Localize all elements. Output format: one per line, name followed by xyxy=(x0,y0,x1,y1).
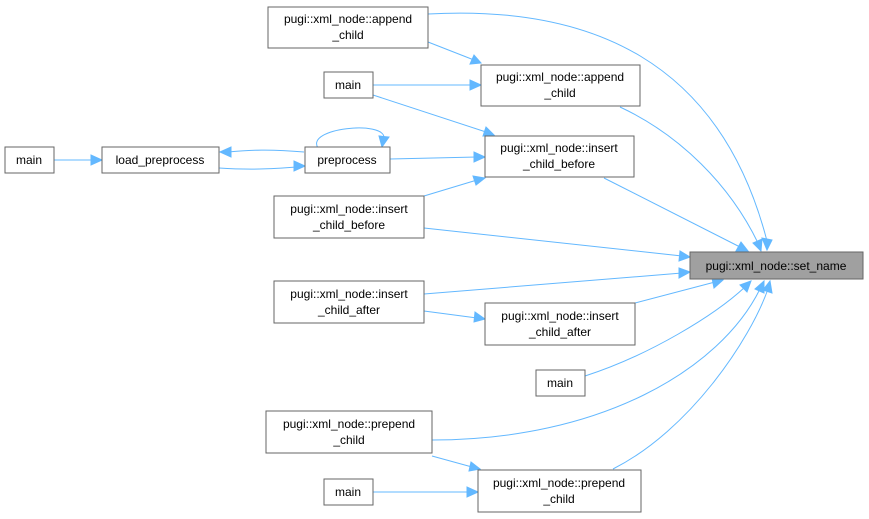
arrow-head xyxy=(739,280,752,293)
node-label-line: pugi::xml_node::append xyxy=(284,12,412,26)
edge-prepend-child-a-to-set-name xyxy=(431,288,761,441)
node-label-line: _child_before xyxy=(312,218,385,232)
node-main-3[interactable]: main xyxy=(535,369,586,397)
edge-insert-child-before-a-to-set-name xyxy=(603,177,741,248)
arrow-head xyxy=(482,126,496,137)
edge-insert-child-before-b-to-a xyxy=(423,179,478,197)
edge-preprocess-to-insert-child-before-a xyxy=(389,156,478,160)
node-label-line: main xyxy=(547,376,573,390)
node-label-line: _child_before xyxy=(522,157,595,171)
node-insert-child-before-b[interactable]: pugi::xml_node::insert _child_before xyxy=(273,195,425,239)
node-label-line: pugi::xml_node::set_name xyxy=(706,259,847,273)
node-insert-child-before-a[interactable]: pugi::xml_node::insert _child_before xyxy=(484,135,635,178)
arrow-head xyxy=(762,279,773,294)
arrow-head xyxy=(90,154,104,166)
node-main-1[interactable]: main xyxy=(323,71,374,99)
arrow-head xyxy=(469,54,483,65)
edge-main1-to-insert-child-before-a xyxy=(372,94,487,133)
arrow-head xyxy=(678,267,692,279)
node-label-line: _child_after xyxy=(317,303,380,317)
node-label-line: pugi::xml_node::insert xyxy=(501,309,619,323)
node-prepend-child-a[interactable]: pugi::xml_node::prepend _child xyxy=(265,410,433,454)
node-append-child-a[interactable]: pugi::xml_node::append _child xyxy=(267,6,429,49)
arrow-head xyxy=(754,279,765,294)
node-set-name[interactable]: pugi::xml_node::set_name xyxy=(689,251,864,280)
arrow-head xyxy=(752,238,763,253)
node-label-line: pugi::xml_node::insert xyxy=(290,287,408,301)
node-label-line: pugi::xml_node::insert xyxy=(290,202,408,216)
node-append-child-b[interactable]: pugi::xml_node::append _child xyxy=(480,64,641,107)
arrow-head xyxy=(678,250,692,262)
arrow-head xyxy=(469,79,483,91)
node-label-line: main xyxy=(335,485,361,499)
arrow-head xyxy=(761,237,773,252)
edge-insert-child-after-b-to-a xyxy=(423,310,478,319)
node-label-line: main xyxy=(335,78,361,92)
edge-append-child-a-to-append-child-b xyxy=(427,41,475,61)
node-insert-child-after-b[interactable]: pugi::xml_node::insert _child_after xyxy=(273,280,425,324)
node-load-preprocess[interactable]: load_preprocess xyxy=(101,146,220,174)
node-label-line: _child xyxy=(332,433,364,447)
node-label-line: _child xyxy=(542,492,574,506)
node-label-line: _child_after xyxy=(528,325,591,339)
arrow-head xyxy=(473,151,487,163)
node-label-line: pugi::xml_node::insert xyxy=(500,141,618,155)
node-preprocess[interactable]: preprocess xyxy=(304,146,391,174)
edge-preprocess-to-load-preprocess xyxy=(227,149,305,153)
node-label-line: pugi::xml_node::append xyxy=(496,70,624,84)
arrow-head xyxy=(472,175,487,186)
edge-insert-child-after-b-to-set-name xyxy=(423,272,683,295)
arrow-head xyxy=(466,486,480,498)
edges xyxy=(54,12,773,498)
node-label-line: _child xyxy=(543,86,575,100)
node-main-4[interactable]: main xyxy=(323,478,374,506)
arrow-head xyxy=(378,135,390,149)
node-label-line: pugi::xml_node::prepend xyxy=(283,417,415,431)
node-label-line: preprocess xyxy=(317,153,376,167)
arrow-head xyxy=(218,146,232,158)
edge-prepend-child-b-to-set-name xyxy=(612,288,769,470)
node-label-line: _child xyxy=(331,28,363,42)
node-label-line: main xyxy=(16,153,42,167)
edge-append-child-a-to-set-name xyxy=(427,12,768,242)
arrow-head xyxy=(468,461,482,472)
node-prepend-child-b[interactable]: pugi::xml_node::prepend _child xyxy=(477,469,642,513)
arrow-head xyxy=(293,160,307,172)
node-label-line: load_preprocess xyxy=(116,153,205,167)
edge-load-preprocess-to-preprocess xyxy=(218,166,298,170)
arrow-head xyxy=(473,311,487,323)
edge-insert-child-after-a-to-set-name xyxy=(634,281,716,304)
nodes: pugi::xml_node::set_name pugi::xml_node:… xyxy=(4,6,864,513)
edge-prepend-child-a-to-prepend-child-b xyxy=(431,455,473,468)
edge-main3-to-set-name xyxy=(584,286,746,377)
arrow-head xyxy=(735,241,750,252)
node-insert-child-after-a[interactable]: pugi::xml_node::insert _child_after xyxy=(484,302,636,346)
edge-append-child-b-to-set-name xyxy=(619,106,759,244)
node-main-2[interactable]: main xyxy=(4,146,55,174)
node-label-line: pugi::xml_node::prepend xyxy=(493,476,625,490)
edge-preprocess-self-loop xyxy=(316,127,385,149)
edge-insert-child-before-b-to-set-name xyxy=(423,227,683,257)
